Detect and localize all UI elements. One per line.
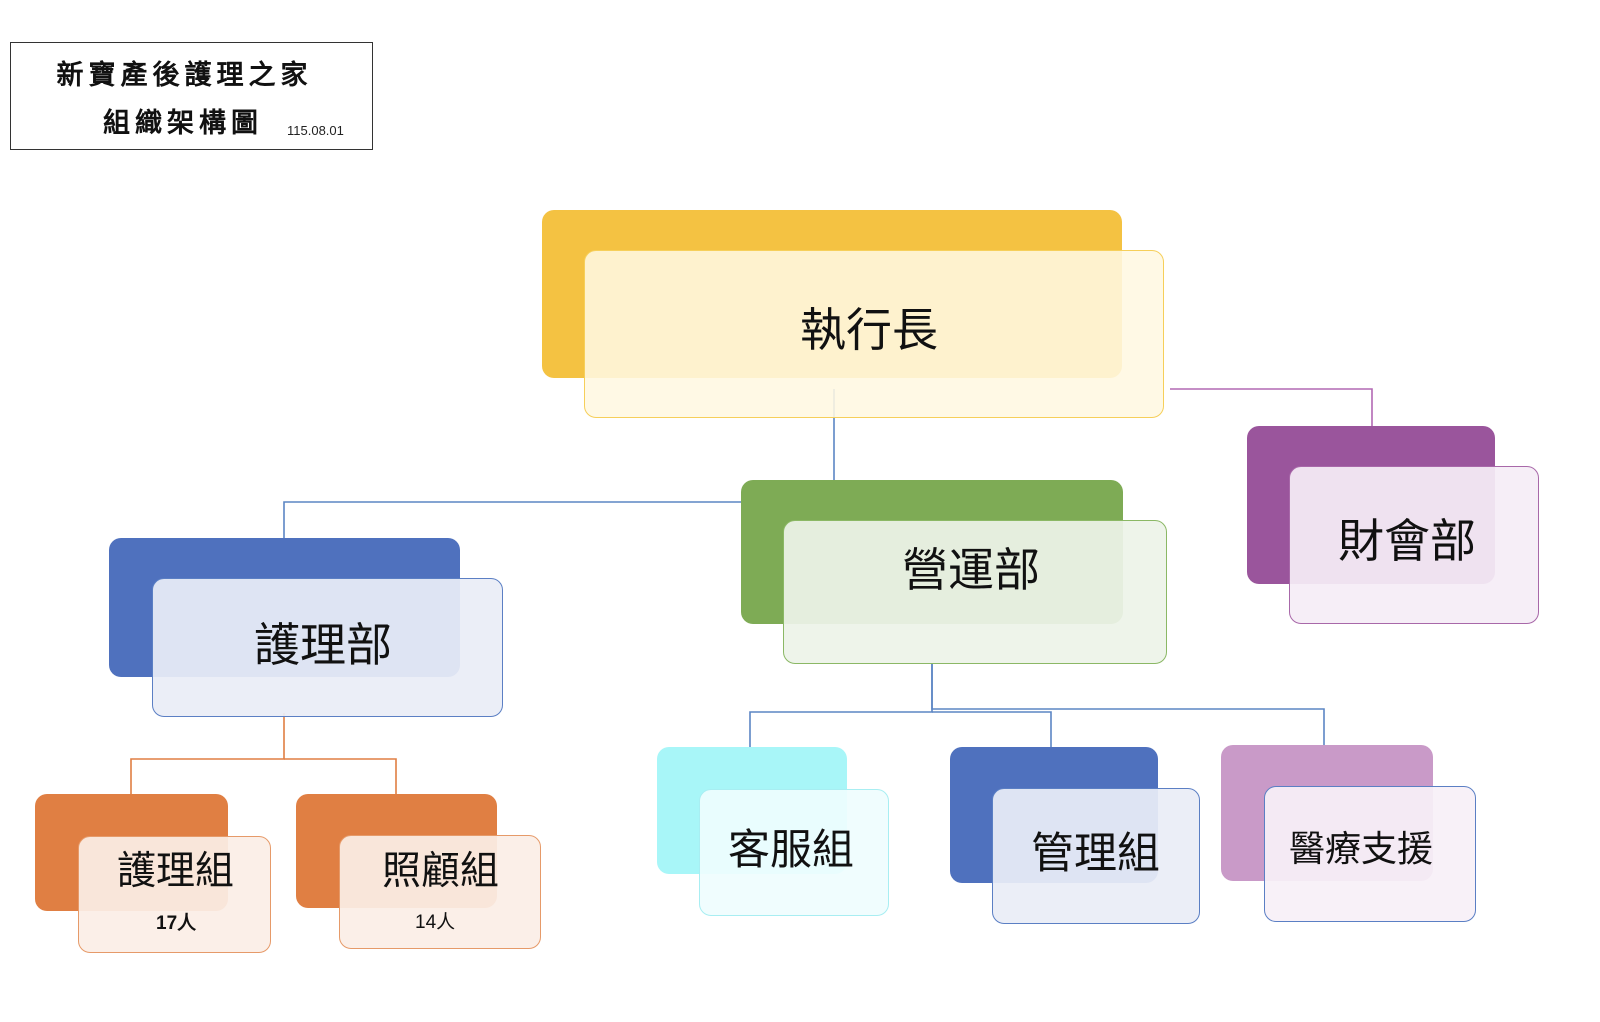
connector-nursing-teams [130,713,285,794]
connector-ceo-finance [1170,388,1373,426]
care-team-count: 14人 [415,912,456,933]
nursing-front-card [152,578,503,717]
chart-date: 115.08.01 [287,123,344,138]
nursing-team-count: 17人 [156,913,197,934]
connector-nursing-care [284,758,397,794]
care-team-label: 照顧組 [382,849,500,894]
connector-operations-management [932,711,1052,747]
connector-operations-nursing [283,501,741,538]
title-box: 新寶產後護理之家 組織架構圖 115.08.01 [10,42,373,150]
nursing-team-label: 護理組 [117,849,235,894]
ceo-label: 執行長 [800,303,938,357]
customer-service-front-card [699,789,889,916]
nursing-label: 護理部 [254,618,392,672]
finance-label: 財會部 [1338,514,1476,568]
finance-front-card [1289,466,1539,624]
customer-service-label: 客服組 [728,825,855,874]
connector-operations-medical [931,664,1325,745]
ceo-front-card [584,250,1164,418]
chart-title: 組織架構圖 [103,108,263,139]
org-name: 新寶產後護理之家 [56,60,313,91]
management-label: 管理組 [1031,829,1160,879]
connector-operations-customer [749,664,933,747]
medical-support-front-card [1264,786,1476,922]
care-team-front-card [339,835,541,949]
operations-label: 營運部 [902,543,1040,597]
management-front-card [992,788,1200,924]
operations-front-card [783,520,1167,664]
medical-support-label: 醫療支援 [1289,829,1434,870]
nursing-team-front-card [78,836,271,953]
